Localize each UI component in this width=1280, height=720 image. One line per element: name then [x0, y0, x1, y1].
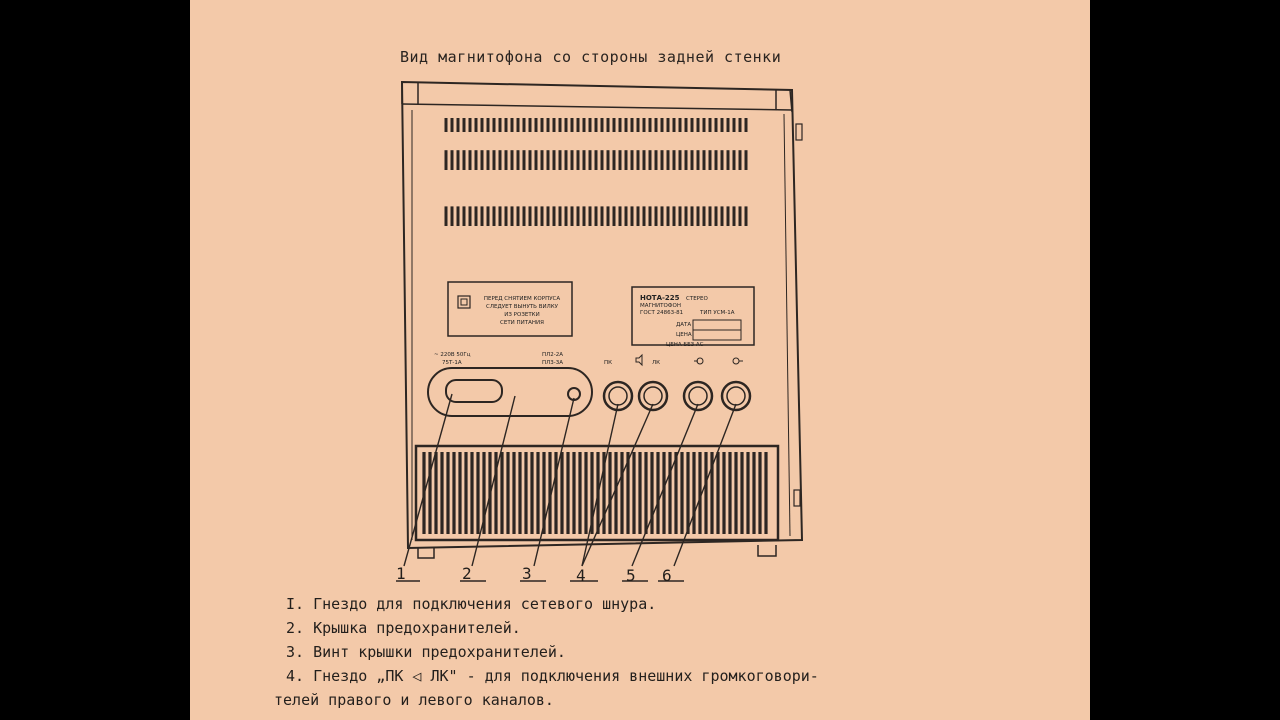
tape-recorder-diagram: ПЕРЕД СНЯТИЕМ КОРПУСА СЛЕДУЕТ ВЫНУТЬ ВИЛ… — [396, 80, 804, 585]
page-title: Вид магнитофона со стороны задней стенки — [400, 48, 782, 66]
parts-list: I. Гнездо для подключения сетевого шнура… — [274, 592, 819, 712]
warning-line-3: ИЗ РОЗЕТКИ — [504, 312, 539, 318]
jack-label-pk: ПК — [604, 360, 612, 366]
callout-2: 2 — [462, 564, 472, 583]
callout-3: 3 — [522, 564, 532, 583]
callout-1: 1 — [396, 564, 406, 583]
info-stereo: СТЕРЕО — [686, 296, 708, 302]
speaker-icon — [635, 353, 643, 367]
info-gost: ГОСТ 24863-81 — [640, 310, 683, 316]
fuse-label-1: ПЛ2-2А — [542, 352, 563, 358]
warning-line-4: СЕТИ ПИТАНИЯ — [500, 320, 544, 326]
power-label-2: 75Т-1А — [442, 360, 462, 366]
jack-label-lk: ЛК — [652, 360, 660, 366]
power-label: ~ 220В 50Гц — [434, 352, 471, 358]
list-item: 3. Винт крышки предохранителей. — [286, 643, 566, 661]
list-item: 4. Гнездо „ПК ◁ ЛК" - для подключения вн… — [286, 667, 819, 685]
callout-4: 4 — [576, 566, 586, 585]
document-page: Вид магнитофона со стороны задней стенки — [190, 0, 1090, 720]
warning-line-2: СЛЕДУЕТ ВЫНУТЬ ВИЛКУ — [486, 304, 559, 310]
fuse-label-2: ПЛ3-3А — [542, 360, 563, 366]
info-price-no-speakers: ЦЕНА БЕЗ АС — [666, 342, 704, 348]
list-item: 2. Крышка предохранителей. — [286, 619, 521, 637]
output-icon — [732, 357, 740, 365]
warning-line-1: ПЕРЕД СНЯТИЕМ КОРПУСА — [484, 296, 561, 302]
callout-5: 5 — [626, 566, 636, 585]
info-price: ЦЕНА — [676, 332, 692, 338]
info-tip: ТИП УСМ-1А — [699, 310, 735, 316]
list-item: I. Гнездо для подключения сетевого шнура… — [286, 595, 657, 613]
callout-6: 6 — [662, 566, 672, 585]
list-item: телей правого и левого каналов. — [274, 691, 554, 709]
info-brand: НОТА-225 — [640, 294, 680, 302]
info-type-word: МАГНИТОФОН — [640, 303, 681, 309]
info-date: ДАТА — [676, 322, 691, 328]
